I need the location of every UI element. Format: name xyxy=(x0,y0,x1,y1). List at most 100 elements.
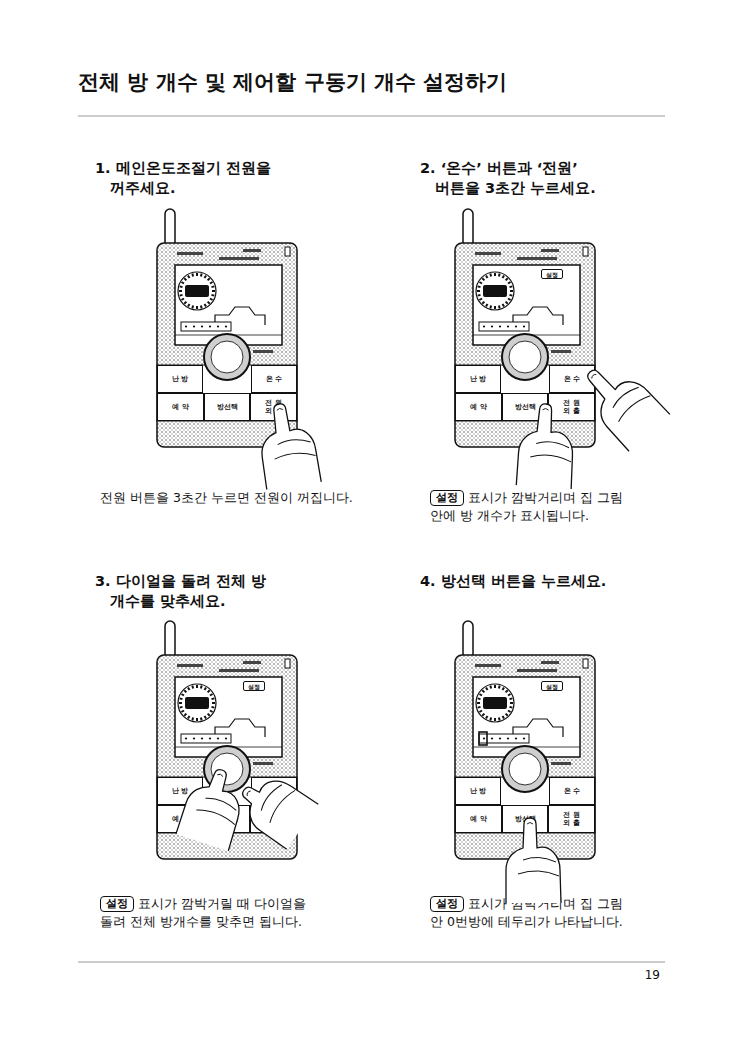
clock-tick xyxy=(208,690,210,692)
clock-tick xyxy=(180,294,183,297)
clock-tick xyxy=(486,687,488,690)
room-highlight xyxy=(479,732,487,745)
node-text: 설정 xyxy=(546,271,558,278)
clock-tick xyxy=(200,274,203,277)
clock-tick xyxy=(196,306,198,309)
clock-tick xyxy=(179,702,182,704)
clock-tick xyxy=(208,302,210,304)
node-text: 예 약 xyxy=(470,403,486,411)
clock-tick xyxy=(506,690,508,692)
clock-tick xyxy=(508,711,511,713)
finger-nail xyxy=(217,773,223,776)
clock-tick xyxy=(181,299,184,301)
device-button: 난 방 xyxy=(157,365,203,393)
room-dot xyxy=(499,737,501,739)
thermostat-device xyxy=(455,209,595,447)
dial-outer xyxy=(502,334,548,380)
device-body xyxy=(455,655,595,859)
setting-indicator: 설정 xyxy=(243,681,265,691)
dial-inner xyxy=(211,753,243,785)
clock-tick xyxy=(188,304,190,307)
clock-tick xyxy=(478,294,481,297)
clock-ring xyxy=(476,272,514,310)
room-dot xyxy=(193,325,195,327)
dial-inner xyxy=(509,341,541,373)
node-text: 설정 xyxy=(248,683,260,690)
setting-tag: 설정 xyxy=(430,490,464,506)
finger-nail xyxy=(246,790,251,796)
clock-tick xyxy=(211,285,214,288)
room-dot xyxy=(515,325,517,327)
step-note: 전원 버튼을 3초간 누르면 전원이 꺼집니다. xyxy=(100,489,380,507)
room-dot xyxy=(523,737,525,739)
device-button: 난 방 xyxy=(455,777,501,805)
clock-tick xyxy=(184,690,186,692)
node-text: 방선택 xyxy=(515,815,535,823)
clock-digits xyxy=(483,285,507,297)
device-button: 온 수 xyxy=(549,365,595,393)
setting-indicator: 설정 xyxy=(541,269,563,279)
thermostat-device xyxy=(157,621,297,859)
clock-tick xyxy=(196,273,198,276)
node-text: 설정 xyxy=(436,492,458,504)
clock-tick xyxy=(482,690,484,692)
knuckle-line xyxy=(277,437,310,446)
node-text: 설정 xyxy=(546,683,558,690)
knuckle-line xyxy=(611,384,639,409)
clock-tick xyxy=(478,697,481,700)
clock-tick xyxy=(191,274,194,277)
clock-tick xyxy=(503,716,505,719)
device-button: 전 원 외 출 xyxy=(548,393,595,421)
led-window xyxy=(583,659,588,668)
clock-tick xyxy=(479,694,482,696)
tiny-print xyxy=(551,762,571,765)
lcd-screen xyxy=(473,265,580,345)
tiny-print xyxy=(475,252,501,255)
node-text: 전 원 외 출 xyxy=(264,811,284,827)
room-dot xyxy=(225,737,227,739)
clock-tick xyxy=(506,714,508,716)
node-text: 전 원 외 출 xyxy=(562,399,582,415)
device-body xyxy=(157,243,297,447)
footer-rule xyxy=(78,962,665,963)
lcd-screen xyxy=(175,265,282,345)
room-dot xyxy=(225,325,227,327)
clock-tick xyxy=(508,282,511,284)
clock-tick xyxy=(503,275,505,278)
clock-tick xyxy=(205,687,207,690)
node-text: 난 방 xyxy=(172,375,188,383)
setting-tag: 설정 xyxy=(100,896,134,912)
step-heading: 2. ‘온수’ 버튼과 ‘전원’ 버튼을 3초간 누르세요. xyxy=(420,158,625,198)
clock-tick xyxy=(200,305,203,308)
clock-digits xyxy=(483,697,507,709)
tiny-print xyxy=(219,669,259,672)
clock-tick xyxy=(482,278,484,280)
knuckle-line xyxy=(518,871,559,876)
clock-tick xyxy=(509,294,512,297)
clock-tick xyxy=(210,694,213,696)
clock-tick xyxy=(478,285,481,288)
device-button: 방선택 xyxy=(502,805,548,833)
clock-tick xyxy=(482,714,484,716)
clock-tick xyxy=(205,716,207,719)
room-dot xyxy=(491,325,493,327)
clock-tick xyxy=(508,299,511,301)
device-button: 예 약 xyxy=(455,805,502,833)
room-dot xyxy=(185,737,187,739)
clock-tick xyxy=(509,285,512,288)
lcd-screen xyxy=(473,677,580,757)
clock-tick xyxy=(477,290,480,292)
node-text: 설정 xyxy=(106,898,128,910)
step-heading: 3. 다이얼을 돌려 전체 방 개수를 맞추세요. xyxy=(95,571,310,611)
clock-tick xyxy=(489,686,492,689)
tiny-print xyxy=(541,249,559,252)
tiny-print xyxy=(177,252,203,255)
clock-tick xyxy=(498,274,501,277)
clock-tick xyxy=(508,694,511,696)
thermostat-device xyxy=(157,209,297,447)
clock-tick xyxy=(211,697,214,700)
clock-tick xyxy=(489,274,492,277)
node-text: 전 원 외 출 xyxy=(562,811,582,827)
clock-tick xyxy=(200,686,203,689)
